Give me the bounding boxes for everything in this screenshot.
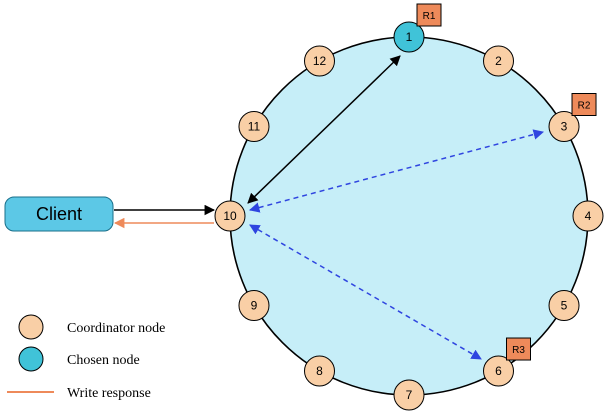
ring-node-4: 4 <box>572 200 604 232</box>
ring-node-circle <box>304 45 335 77</box>
replica-tag-r3: R3 <box>506 337 531 361</box>
ring-node-label: 11 <box>248 120 261 134</box>
ring-node-circle <box>572 200 604 232</box>
hash-ring <box>229 36 589 396</box>
client-box: Client <box>4 196 114 232</box>
ring-node-2: 2 <box>483 45 514 77</box>
legend-coordinator-swatch <box>18 314 44 340</box>
ring-node-label: 7 <box>406 388 413 402</box>
replica-tag-r2: R2 <box>571 93 597 116</box>
ring-node-label: 9 <box>251 299 258 313</box>
ring-node-label: 6 <box>495 364 502 378</box>
replica-tag-label: R2 <box>578 101 591 112</box>
ring-node-7: 7 <box>393 379 425 411</box>
ring-node-10: 10 <box>214 200 246 232</box>
ring-node-8: 8 <box>304 355 335 387</box>
ring-node-1: 1 <box>393 21 425 53</box>
legend-coordinator-label: Coordinator node <box>67 321 165 336</box>
replica-tag-box <box>571 93 597 116</box>
ring-node-label: 4 <box>585 209 592 223</box>
ring-node-circle <box>304 355 335 387</box>
replica-tag-label: R3 <box>512 345 525 356</box>
ring-node-circle <box>483 355 514 387</box>
ring-node-circle <box>238 290 270 321</box>
ring-node-circle <box>238 111 270 142</box>
client-label: Client <box>36 204 82 224</box>
ring-node-circle <box>393 379 425 411</box>
replica-tag-label: R1 <box>423 11 436 22</box>
ring-node-label: 3 <box>561 120 568 134</box>
ring-node-label: 12 <box>313 54 327 68</box>
ring-node-circle <box>393 21 425 53</box>
legend-write-response-label: Write response <box>67 386 151 401</box>
ring-node-circle <box>548 111 580 142</box>
ring-node-12: 12 <box>304 45 335 77</box>
ring-node-circle <box>214 200 246 232</box>
ring-node-6: 6 <box>483 355 514 387</box>
ring-node-9: 9 <box>238 290 270 321</box>
legend-chosen-label: Chosen node <box>67 353 140 368</box>
replica-tag-box <box>416 3 442 27</box>
ring-node-5: 5 <box>548 290 580 321</box>
ring-node-label: 1 <box>406 30 413 44</box>
ring-node-label: 5 <box>561 299 568 313</box>
ring-node-label: 2 <box>495 54 502 68</box>
replica-tag-box <box>506 337 531 361</box>
replica-arrow-r2 <box>248 129 545 213</box>
ring-node-circle <box>548 290 580 321</box>
ring-node-label: 10 <box>223 209 237 223</box>
legend-chosen-swatch <box>18 346 44 372</box>
legend: Coordinator node Chosen node Write respo… <box>7 314 165 401</box>
ring-node-11: 11 <box>238 111 270 142</box>
ring-node-label: 8 <box>316 364 323 378</box>
ring-node-3: 3 <box>548 111 580 142</box>
replica-tag-r1: R1 <box>416 3 442 27</box>
ring-node-circle <box>483 45 514 77</box>
